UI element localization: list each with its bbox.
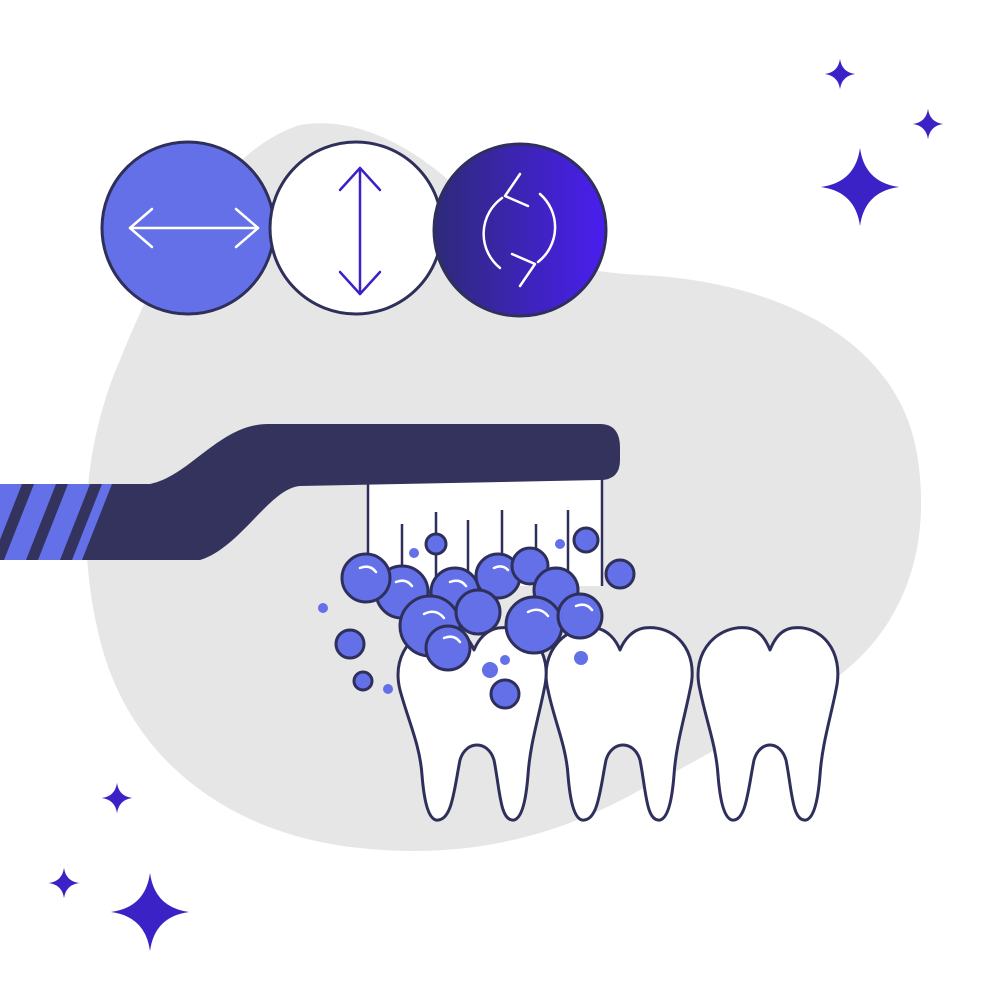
vertical-arrows-icon [338,166,382,296]
sparkle-icon [110,872,190,952]
tooth [696,626,840,822]
rotation-motion [432,142,608,318]
vertical-motion [268,140,444,316]
sparkle-icon [820,147,900,227]
sparkle-icons [48,58,944,952]
teeth [396,626,840,822]
toothbrush-handle [0,424,620,560]
horizontal-arrows-icon [128,207,260,249]
foam-highlights [358,565,594,644]
sparkle-icon [824,58,856,90]
motion-icons [100,140,608,318]
handle-stripes [0,484,112,560]
sparkle-icon [101,782,133,814]
foam-droplets [318,539,588,694]
foam-bubbles [334,526,636,710]
horizontal-motion [100,140,276,316]
circular-arrows-icon [482,172,557,288]
sparkle-icon [48,867,80,899]
sparkle-icon [912,108,944,140]
tooth [544,626,694,822]
